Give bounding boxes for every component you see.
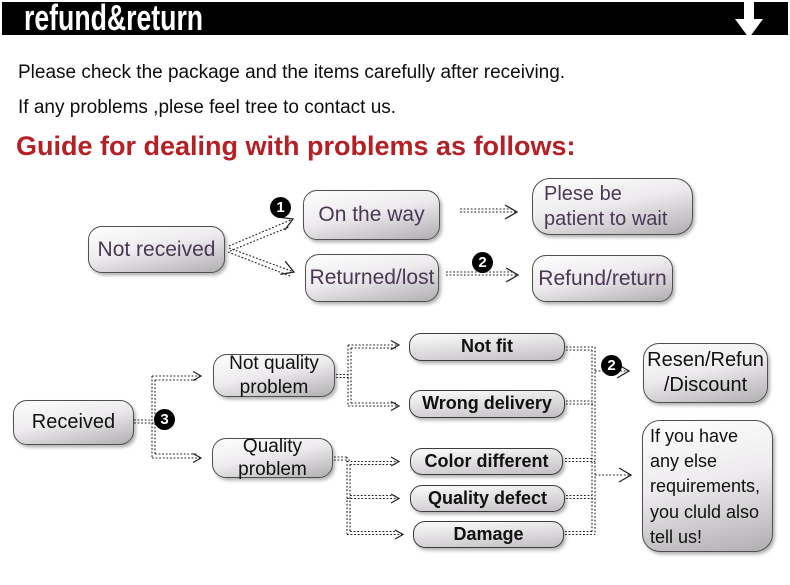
node-not-received: Not received	[88, 226, 225, 273]
node-wrong-delivery: Wrong delivery	[409, 390, 565, 418]
node-other-requirements: If you have any else requirements, you c…	[642, 420, 773, 552]
step-marker-2b: 2	[601, 355, 622, 376]
node-quality-defect: Quality defect	[410, 485, 565, 512]
node-resen-refund-discount: Resen/Refun /Discount	[643, 343, 768, 403]
node-on-the-way: On the way	[303, 190, 440, 240]
node-color-different: Color different	[410, 448, 563, 475]
node-refund-return: Refund/return	[532, 255, 673, 302]
node-quality-problem: Quality problem	[212, 436, 333, 480]
node-not-quality-problem: Not quality problem	[213, 353, 335, 398]
step-marker-3: 3	[154, 409, 175, 430]
step-marker-2: 2	[472, 252, 493, 273]
node-returned-lost: Returned/lost	[305, 254, 439, 302]
step-marker-1: 1	[270, 197, 291, 218]
down-arrow-icon	[735, 2, 763, 38]
intro-line-2: If any problems ,plese feel tree to cont…	[18, 97, 397, 118]
header-bar	[2, 2, 788, 35]
node-damage: Damage	[413, 521, 564, 548]
page-title: refund&return	[24, 0, 204, 38]
node-received: Received	[13, 400, 134, 445]
guide-heading: Guide for dealing with problems as follo…	[16, 131, 576, 161]
node-not-fit: Not fit	[409, 333, 565, 361]
node-patient-wait: Plese be patient to wait	[532, 178, 693, 235]
intro-line-1: Please check the package and the items c…	[18, 62, 566, 83]
